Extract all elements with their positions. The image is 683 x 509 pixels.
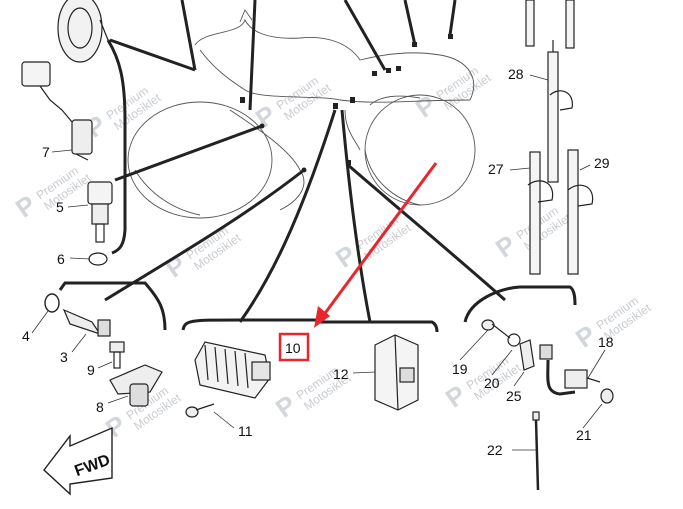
label-27: 27 [488,161,504,177]
cable-tie-22-icon [532,411,540,491]
label-8: 8 [96,399,104,415]
bracket-25-icon [519,339,553,371]
label-18: 18 [598,334,614,350]
label-25: 25 [506,388,522,404]
label-22: 22 [487,442,503,458]
label-5: 5 [56,199,64,215]
oring-4-icon [44,293,60,313]
sensor-7-icon [21,61,93,161]
sensor-3-icon [62,308,111,337]
highlight-box [278,332,310,362]
group-brackets [58,39,577,333]
label-19: 19 [452,361,468,377]
fwd-arrow: FWD [43,426,113,496]
cable-ties-icon [525,0,594,275]
washer-20-icon [507,333,521,347]
screw-11-icon [185,403,215,418]
label-7: 7 [42,144,50,160]
label-11: 11 [238,423,253,439]
sensor-8-icon [109,364,163,407]
harness-lines [104,0,506,323]
label-6: 6 [57,251,65,267]
label-28: 28 [508,66,524,82]
nut-21-icon [600,388,614,404]
bolt-19-icon [481,319,511,339]
regulator-10-icon [194,341,271,399]
washer-6-icon [88,252,108,266]
horn-icon [57,0,109,63]
relay-12-icon [374,334,419,411]
frame-outline [127,9,476,219]
label-21: 21 [576,427,592,443]
red-pointer-arrow [314,162,438,328]
label-10: 10 [285,340,301,356]
sensor-5-icon [87,181,113,243]
leader-lines [31,74,606,451]
label-29: 29 [594,155,610,171]
harness-connectors [240,34,453,173]
bolt-9-icon [109,341,125,369]
label-4: 4 [22,328,30,344]
label-9: 9 [87,362,95,378]
sensor-18-icon [546,359,601,396]
label-20: 20 [484,375,500,391]
part-number-labels: 28 7 27 29 5 6 4 3 9 8 10 12 11 19 20 25… [22,66,614,458]
label-12: 12 [333,366,349,382]
label-3: 3 [60,349,68,365]
